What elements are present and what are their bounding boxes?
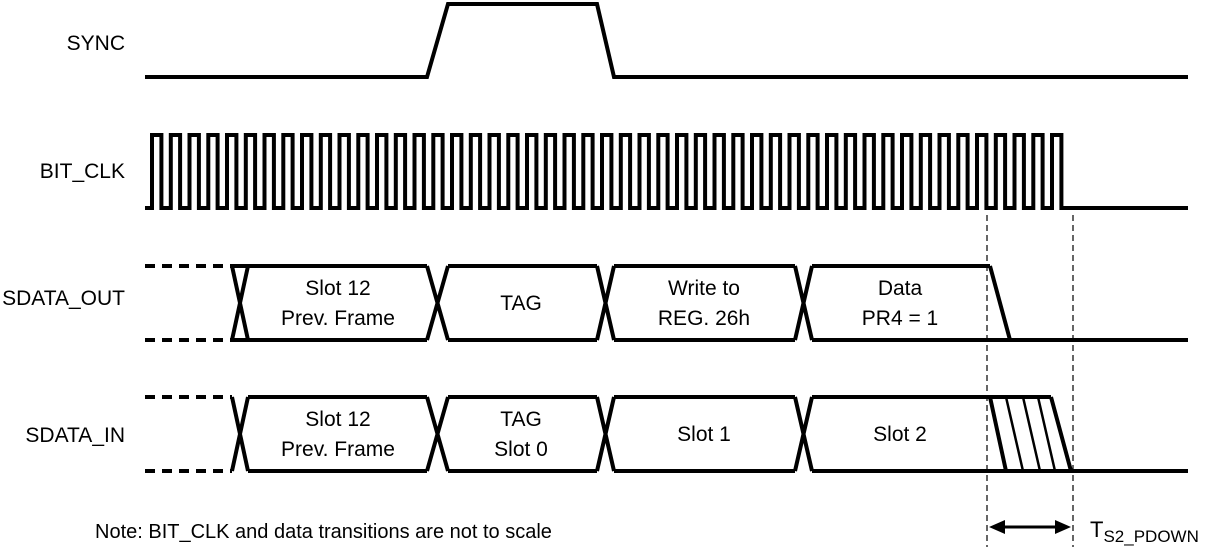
sdata-in-indeterminate-hatch [1004,396,1057,472]
sdata-out-data-line2: PR4 = 1 [862,307,938,330]
sdata-in-label: SDATA_IN [25,424,125,447]
sdata-out-label: SDATA_OUT [2,287,125,310]
sdata-in-slot12-line2: Prev. Frame [281,438,395,461]
timing-label-main: T [1090,517,1103,542]
sdata-in-slot12-line1: Slot 12 [305,408,370,431]
sync-waveform [145,2,1188,79]
sdata-out-write-line1: Write to [668,277,740,300]
bit-clk-label: BIT_CLK [40,160,125,183]
sdata-in-slot2: Slot 2 [873,423,927,446]
sdata-out-slot12-line1: Slot 12 [305,277,370,300]
sdata-in-transitions [230,396,1073,472]
sdata-in-tag-line1: TAG [500,408,542,431]
note-text: Note: BIT_CLK and data transitions are n… [95,521,552,543]
sdata-out-transitions [230,265,1012,341]
sdata-in-tag-line2: Slot 0 [494,438,548,461]
arrowhead-right-icon [1055,520,1071,534]
sdata-in-bus: Slot 12 Prev. Frame TAG Slot 0 Slot 1 Sl… [145,395,1188,473]
sdata-out-bus: Slot 12 Prev. Frame TAG Write to REG. 26… [145,264,1188,342]
sdata-in-slot1: Slot 1 [677,423,731,446]
sdata-out-slot12-line2: Prev. Frame [281,307,395,330]
timing-arrow [989,520,1071,534]
sdata-out-write-line2: REG. 26h [658,307,750,330]
sync-label: SYNC [67,32,125,55]
timing-label: TS2_PDOWN [1090,517,1199,546]
timing-label-subscript: S2_PDOWN [1103,527,1198,546]
bit-clk-waveform [145,133,1188,210]
sdata-out-tag: TAG [500,292,542,315]
arrowhead-left-icon [989,520,1005,534]
sdata-out-data-line1: Data [878,277,923,300]
